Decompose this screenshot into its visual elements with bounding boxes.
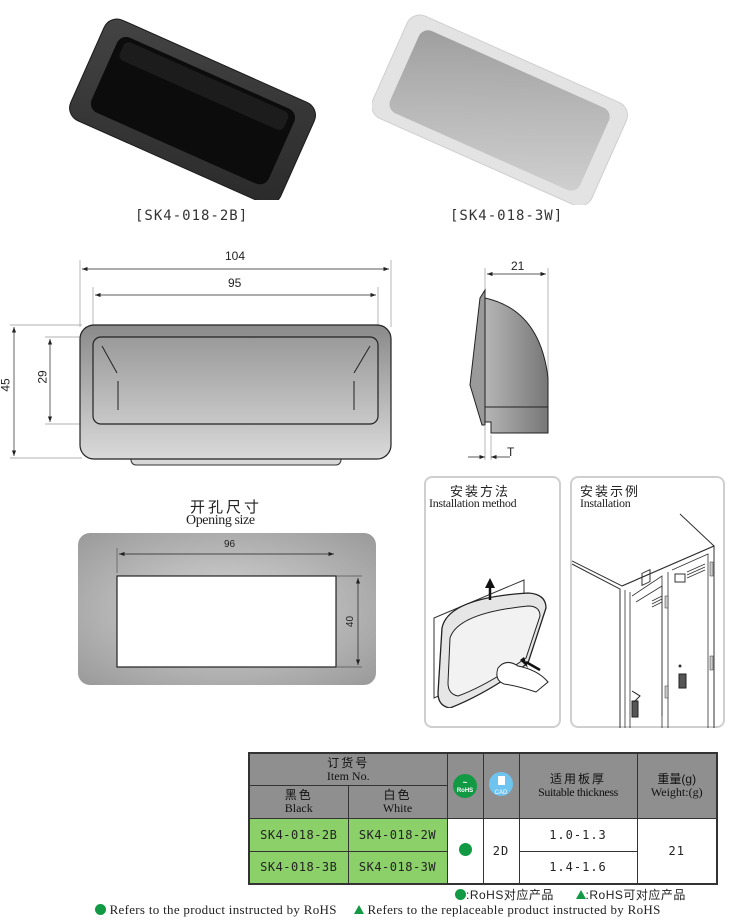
header-rohs: ~RoHS xyxy=(446,752,484,819)
item-white: SK4-018-3W xyxy=(347,850,448,885)
dim-overall-height: 45 xyxy=(0,378,13,392)
side-view-drawing xyxy=(440,250,580,470)
header-thickness: 适用板厚 Suitable thickness xyxy=(518,752,638,819)
table-row: SK4-018-2B SK4-018-2W 2D 1.0-1.3 21 xyxy=(248,817,718,885)
header-thickness-en: Suitable thickness xyxy=(538,785,618,800)
item-black: SK4-018-3B xyxy=(248,850,349,885)
dim-inner-width: 95 xyxy=(228,276,242,290)
legend-en: Refers to the product instructed by RoHS… xyxy=(95,902,661,918)
header-white: 白色 White xyxy=(347,784,448,819)
dim-overall-width: 104 xyxy=(225,249,246,263)
rohs-dot-icon xyxy=(458,843,472,857)
rohs-icon: ~RoHS xyxy=(453,773,477,798)
product-label-black: [SK4-018-2B] xyxy=(135,208,249,224)
dim-depth: 21 xyxy=(511,259,525,273)
cad-icon: CAD xyxy=(489,772,513,797)
opening-title-en: Opening size xyxy=(186,513,255,528)
header-weight-cn: 重量(g) xyxy=(657,772,697,787)
dim-inner-height: 29 xyxy=(35,370,50,384)
legend-cn: :RoHS对应产品 :RoHS可对应产品 xyxy=(455,886,686,903)
table-row: SK4-018-3B SK4-018-3W 1.4-1.6 xyxy=(248,850,717,885)
product-label-white: [SK4-018-3W] xyxy=(450,208,564,224)
header-item-no-en: Item No. xyxy=(326,768,370,783)
header-cad: CAD xyxy=(482,752,520,819)
rohs-status xyxy=(446,817,484,885)
header-black-cn: 黑色 xyxy=(284,788,313,802)
handle-black-icon xyxy=(69,18,316,205)
legend-en-dot: Refers to the product instructed by RoHS xyxy=(109,902,337,917)
header-black-en: Black xyxy=(284,801,313,815)
header-weight: 重量(g) Weight:(g) xyxy=(636,752,718,819)
rohs-triangle-icon xyxy=(353,905,364,914)
locker-illustration-icon xyxy=(572,513,715,728)
installation-example-panel: 安装示例 Installation xyxy=(570,476,725,728)
header-item-no-cn: 订货号 xyxy=(327,755,370,770)
dim-opening-width: 96 xyxy=(224,539,236,550)
rohs-dot-icon xyxy=(455,889,466,900)
weight-value: 21 xyxy=(636,817,718,885)
installation-method-title-en: Installation method xyxy=(429,496,517,510)
legend-cn-dot: :RoHS对应产品 xyxy=(466,888,554,902)
front-view-drawing xyxy=(0,245,400,475)
header-white-en: White xyxy=(382,801,413,815)
header-white-cn: 白色 xyxy=(383,788,412,802)
legend-en-tri: Refers to the replaceable product instru… xyxy=(367,902,661,917)
installation-example-title-cn: 安装示例 xyxy=(580,484,641,499)
dim-opening-height: 40 xyxy=(345,615,357,628)
header-black: 黑色 Black xyxy=(248,784,349,819)
cad-type: 2D xyxy=(482,817,520,885)
rohs-triangle-icon xyxy=(575,890,586,899)
header-weight-en: Weight:(g) xyxy=(650,785,703,800)
installation-method-panel: 安装方法 Installation method xyxy=(424,476,561,728)
installation-method-illustration-icon xyxy=(433,578,549,708)
opening-title-cn: 开孔尺寸 xyxy=(190,499,263,516)
opening-drawing xyxy=(78,533,376,685)
item-white: SK4-018-2W xyxy=(347,817,448,852)
product-photo-white xyxy=(371,10,642,207)
installation-example-title-en: Installation xyxy=(580,496,631,510)
dim-thickness: T xyxy=(507,445,515,459)
thickness-value: 1.4-1.6 xyxy=(518,850,638,885)
product-photo-black xyxy=(60,10,320,205)
thickness-value: 1.0-1.3 xyxy=(518,817,638,852)
item-black: SK4-018-2B xyxy=(248,817,349,852)
spec-table: 订货号 Item No. ~RoHS CAD 适用板厚 Suitable thi… xyxy=(248,752,718,885)
handle-white-icon xyxy=(371,14,628,207)
header-thickness-cn: 适用板厚 xyxy=(549,772,606,787)
installation-method-title-cn: 安装方法 xyxy=(450,484,511,499)
header-item-no: 订货号 Item No. xyxy=(248,752,448,786)
rohs-dot-icon xyxy=(95,904,106,915)
legend-cn-tri: :RoHS可对应产品 xyxy=(585,888,686,902)
